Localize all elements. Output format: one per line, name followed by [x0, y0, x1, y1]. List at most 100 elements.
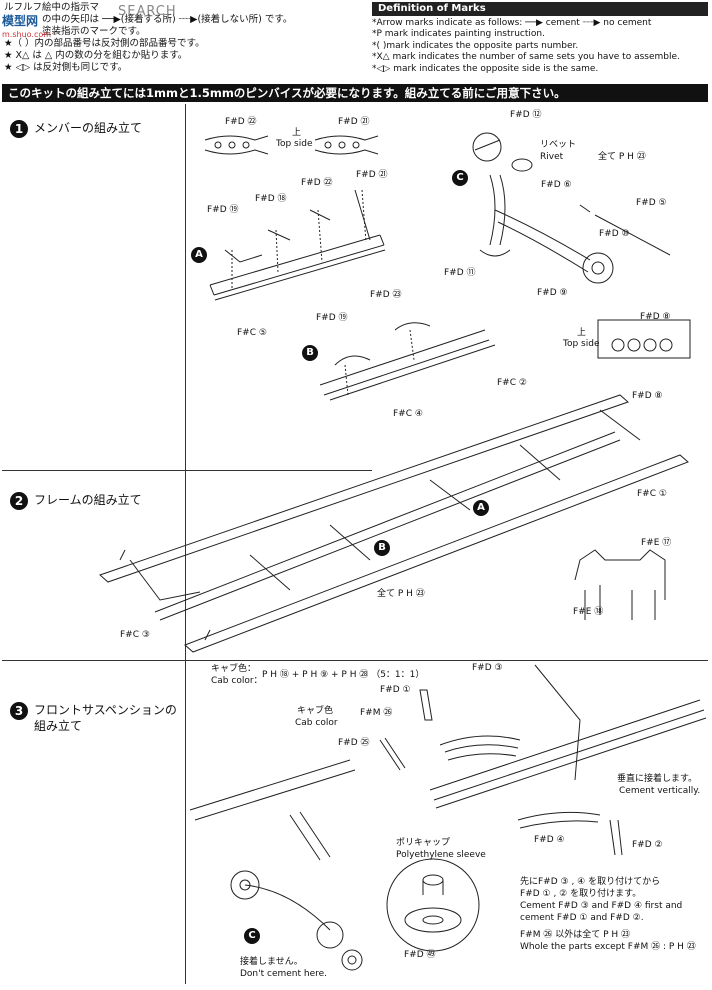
- step-number: 2: [10, 492, 28, 510]
- cement-vertically-jp: 垂直に接着します。: [617, 774, 698, 784]
- header-line: ルフルフ絵中の指示マ: [4, 2, 100, 13]
- member-b-drawing: [319, 322, 496, 401]
- definition-row: *◁▷ mark indicates the opposite side is …: [372, 63, 599, 74]
- step-2-title: 2 フレームの組み立て: [10, 492, 142, 510]
- definition-row: *Arrow marks indicate as follows: ──▶ ce…: [372, 17, 652, 28]
- cement-vertically: Cement vertically.: [619, 786, 701, 796]
- section-divider: [2, 470, 372, 471]
- top-side-label: Top side: [563, 339, 600, 349]
- top-side-label: Top side: [276, 139, 313, 149]
- watermark: SEARCH: [118, 4, 177, 19]
- definition-title: Definition of Marks: [372, 2, 708, 16]
- dont-cement-label: Don't cement here.: [240, 969, 328, 979]
- assembly-order-jp-1: 先にF#D ③ , ④ を取り付けてから: [520, 877, 661, 887]
- marker-c: C: [244, 928, 260, 944]
- marks-explanation-jp: ルフルフ絵中の指示マ の中の矢印は ──▶(接着する所) ┈┈▶(接着しない所)…: [4, 2, 364, 74]
- header-line: ★（ ）内の部品番号は反対側の部品番号です。: [4, 38, 205, 49]
- part-label: F#D ③: [472, 663, 503, 673]
- dont-cement-jp: 接着しません。: [240, 957, 303, 967]
- part-label: F#D ⑨: [537, 288, 568, 298]
- definition-row: *P mark indicates painting instruction.: [372, 29, 545, 39]
- step-label: メンバーの組み立て: [34, 121, 143, 135]
- part-label: F#D ㉒: [225, 117, 257, 127]
- part-label: F#C ④: [393, 409, 423, 419]
- member-a-drawing: [209, 189, 386, 301]
- definition-row: *X△ mark indicates the number of same se…: [372, 52, 680, 62]
- marker-b: B: [374, 540, 390, 556]
- part-label: F#D ㉒: [301, 178, 333, 188]
- part-label: F#D ㉕: [338, 738, 370, 748]
- cross-member-top-view: [204, 135, 379, 155]
- step-1-title: 1 メンバーの組み立て: [10, 120, 142, 138]
- pin-vise-banner: このキットの組み立てには1mmと1.5mmのピンバイスが必要になります。組み立て…: [2, 84, 708, 102]
- marker-a: A: [191, 247, 207, 263]
- marker-c: C: [452, 170, 468, 186]
- part-label: F#M ㉖: [360, 708, 393, 718]
- marker-a: A: [473, 500, 489, 516]
- main-frame-drawing: [99, 394, 689, 653]
- header-line: ★ X△ は △ 内の数の分を組むか貼ります。: [4, 50, 188, 61]
- part-label: F#E ⑱: [573, 607, 604, 617]
- part-label: F#D ⑩: [599, 229, 630, 239]
- definition-row: *( )mark indicates the opposite parts nu…: [372, 40, 579, 51]
- step-number: 1: [10, 120, 28, 138]
- part-label: F#C ③: [120, 630, 150, 640]
- assembly-order-jp-2: F#D ① , ② を取り付けます。: [520, 889, 642, 899]
- poly-cap-label: Polyethylene sleeve: [396, 850, 486, 860]
- part-label: F#D ⑲: [207, 205, 239, 215]
- part-label: F#D ㊾: [404, 950, 436, 960]
- part-label: F#D ㉑: [356, 170, 388, 180]
- part-label: F#D ⑧: [640, 312, 671, 322]
- step-3-title: 3 フロントサスペンションの組み立て: [10, 702, 180, 734]
- part-label: F#C ②: [497, 378, 527, 388]
- section-divider: [185, 104, 186, 984]
- cab-color-jp: キャブ色: [297, 706, 334, 716]
- assembly-order-en-2: cement F#D ① and F#D ②.: [520, 913, 644, 923]
- marker-b: B: [302, 345, 318, 361]
- rivet-jp: リベット: [540, 140, 577, 150]
- site-logo: 模型网: [2, 14, 39, 28]
- front-suspension-drawing: [189, 664, 707, 971]
- rivet-label: Rivet: [540, 152, 564, 162]
- cab-color-label: Cab color：: [211, 676, 263, 686]
- section-divider: [2, 660, 708, 661]
- part-label: F#D ㉓: [370, 290, 402, 300]
- part-label: F#D ⑤: [636, 198, 667, 208]
- part-label: F#D ②: [632, 840, 663, 850]
- assembly-order-en-1: Cement F#D ③ and F#D ④ first and: [520, 901, 683, 911]
- part-label: F#C ①: [637, 489, 667, 499]
- cab-color-mix: P H ⑱ + P H ⑨ + P H ㉘ （5：1：1）: [262, 670, 425, 680]
- part-label: F#C ⑤: [237, 328, 267, 338]
- cab-color-jp: キャブ色：: [211, 664, 257, 674]
- paint-note: 全て P H ㉓: [598, 152, 646, 162]
- suspension-c-drawing: [472, 132, 671, 284]
- part-label: F#D ㉑: [338, 117, 370, 127]
- paint-except-en: Whole the parts except F#M ㉖ : P H ㉓: [520, 942, 696, 952]
- part-label: F#D ⑫: [510, 110, 542, 120]
- top-side-jp: 上: [292, 128, 302, 138]
- site-logo-sub: m.shuo.com: [2, 30, 52, 39]
- part-label: F#D ⑱: [255, 194, 287, 204]
- part-label: F#D ⑥: [541, 180, 572, 190]
- part-label: F#D ⑪: [444, 268, 476, 278]
- definition-of-marks: Definition of Marks *Arrow marks indicat…: [372, 2, 708, 75]
- poly-cap-jp: ポリキャップ: [396, 838, 451, 848]
- part-label: F#D ①: [380, 685, 411, 695]
- part-label: F#D ④: [534, 835, 565, 845]
- part-e-drawing: [574, 549, 666, 620]
- poly-cap-drawing: [386, 858, 480, 952]
- part-label: F#D ⑧: [632, 391, 663, 401]
- header-line: 塗装指示のマークです。: [42, 26, 146, 37]
- cab-color-label: Cab color: [295, 718, 338, 728]
- header-line: の中の矢印は ──▶(接着する所) ┈┈▶(接着しない所) です。: [42, 14, 293, 25]
- step-label: フロントサスペンションの組み立て: [34, 703, 177, 733]
- paint-except-jp: F#M ㉖ 以外は全て P H ㉓: [520, 930, 630, 940]
- paint-note: 全て P H ㉓: [377, 589, 425, 599]
- step-number: 3: [10, 702, 28, 720]
- header-line: ★ ◁▷ は反対側も同じです。: [4, 62, 128, 73]
- step-label: フレームの組み立て: [34, 493, 142, 507]
- part-label: F#E ⑰: [641, 538, 672, 548]
- top-side-jp: 上: [577, 328, 587, 338]
- part-label: F#D ⑲: [316, 313, 348, 323]
